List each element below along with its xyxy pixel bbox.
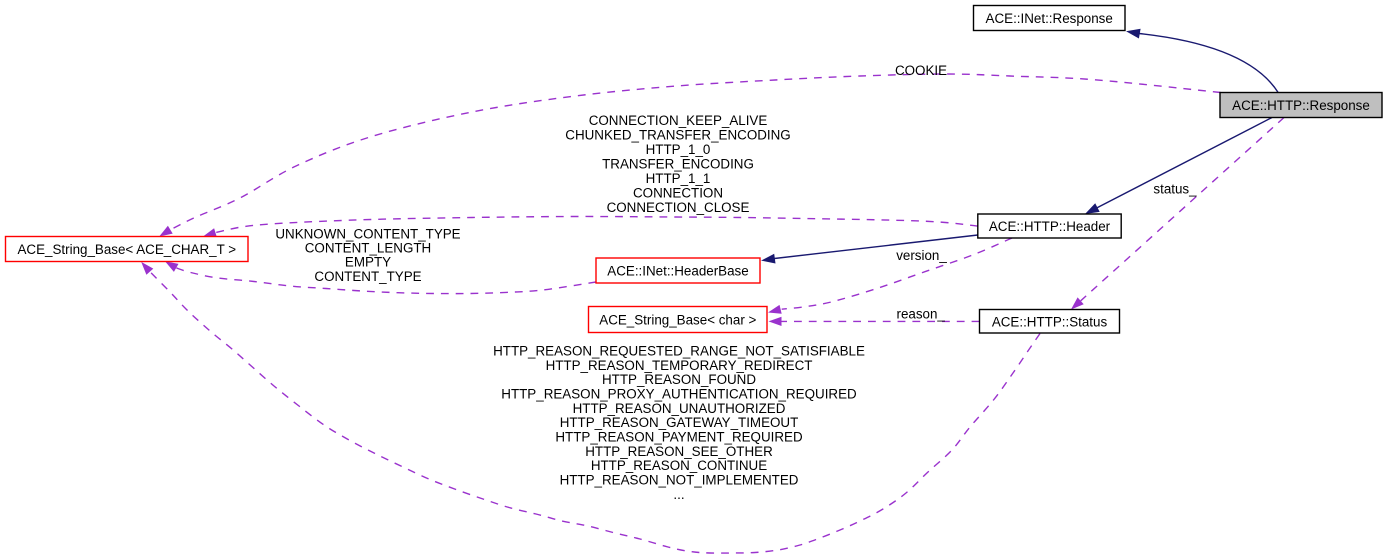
svg-text:version_: version_ (896, 248, 947, 263)
svg-text:COOKIE: COOKIE (895, 63, 947, 78)
svg-text:TRANSFER_ENCODING: TRANSFER_ENCODING (602, 157, 754, 172)
svg-text:HTTP_REASON_PROXY_AUTHENTICATI: HTTP_REASON_PROXY_AUTHENTICATION_REQUIRE… (501, 387, 857, 402)
svg-text:HTTP_REASON_FOUND: HTTP_REASON_FOUND (602, 372, 756, 387)
svg-text:ACE_String_Base< char >: ACE_String_Base< char > (599, 313, 756, 328)
svg-text:HTTP_REASON_GATEWAY_TIMEOUT: HTTP_REASON_GATEWAY_TIMEOUT (560, 415, 799, 430)
svg-text:HTTP_1_1: HTTP_1_1 (646, 171, 711, 186)
svg-text:CHUNKED_TRANSFER_ENCODING: CHUNKED_TRANSFER_ENCODING (565, 128, 790, 143)
svg-text:ACE::HTTP::Response: ACE::HTTP::Response (1232, 98, 1370, 113)
svg-text:HTTP_REASON_REQUESTED_RANGE_NO: HTTP_REASON_REQUESTED_RANGE_NOT_SATISFIA… (493, 344, 865, 359)
svg-text:status_: status_ (1153, 182, 1197, 197)
svg-text:HTTP_REASON_NOT_IMPLEMENTED: HTTP_REASON_NOT_IMPLEMENTED (560, 473, 799, 488)
svg-text:CONNECTION_KEEP_ALIVE: CONNECTION_KEEP_ALIVE (589, 113, 768, 128)
svg-text:reason_: reason_ (896, 307, 945, 322)
svg-text:EMPTY: EMPTY (345, 255, 391, 270)
svg-text:...: ... (673, 487, 684, 502)
svg-text:ACE_String_Base< ACE_CHAR_T >: ACE_String_Base< ACE_CHAR_T > (18, 242, 237, 257)
svg-text:ACE::HTTP::Header: ACE::HTTP::Header (989, 219, 1111, 234)
svg-text:CONNECTION_CLOSE: CONNECTION_CLOSE (607, 200, 750, 215)
svg-text:HTTP_REASON_SEE_OTHER: HTTP_REASON_SEE_OTHER (585, 444, 773, 459)
svg-text:UNKNOWN_CONTENT_TYPE: UNKNOWN_CONTENT_TYPE (275, 227, 460, 242)
svg-text:CONTENT_LENGTH: CONTENT_LENGTH (305, 241, 431, 256)
svg-text:HTTP_REASON_CONTINUE: HTTP_REASON_CONTINUE (591, 458, 767, 473)
svg-text:ACE::INet::Response: ACE::INet::Response (986, 11, 1113, 26)
svg-text:ACE::HTTP::Status: ACE::HTTP::Status (992, 314, 1108, 329)
svg-text:HTTP_REASON_PAYMENT_REQUIRED: HTTP_REASON_PAYMENT_REQUIRED (555, 430, 803, 445)
svg-text:HTTP_REASON_TEMPORARY_REDIRECT: HTTP_REASON_TEMPORARY_REDIRECT (546, 358, 813, 373)
svg-text:HTTP_REASON_UNAUTHORIZED: HTTP_REASON_UNAUTHORIZED (573, 401, 786, 416)
svg-text:CONNECTION: CONNECTION (633, 186, 723, 201)
svg-text:CONTENT_TYPE: CONTENT_TYPE (314, 269, 421, 284)
svg-text:ACE::INet::HeaderBase: ACE::INet::HeaderBase (607, 264, 748, 279)
svg-text:HTTP_1_0: HTTP_1_0 (646, 142, 711, 157)
